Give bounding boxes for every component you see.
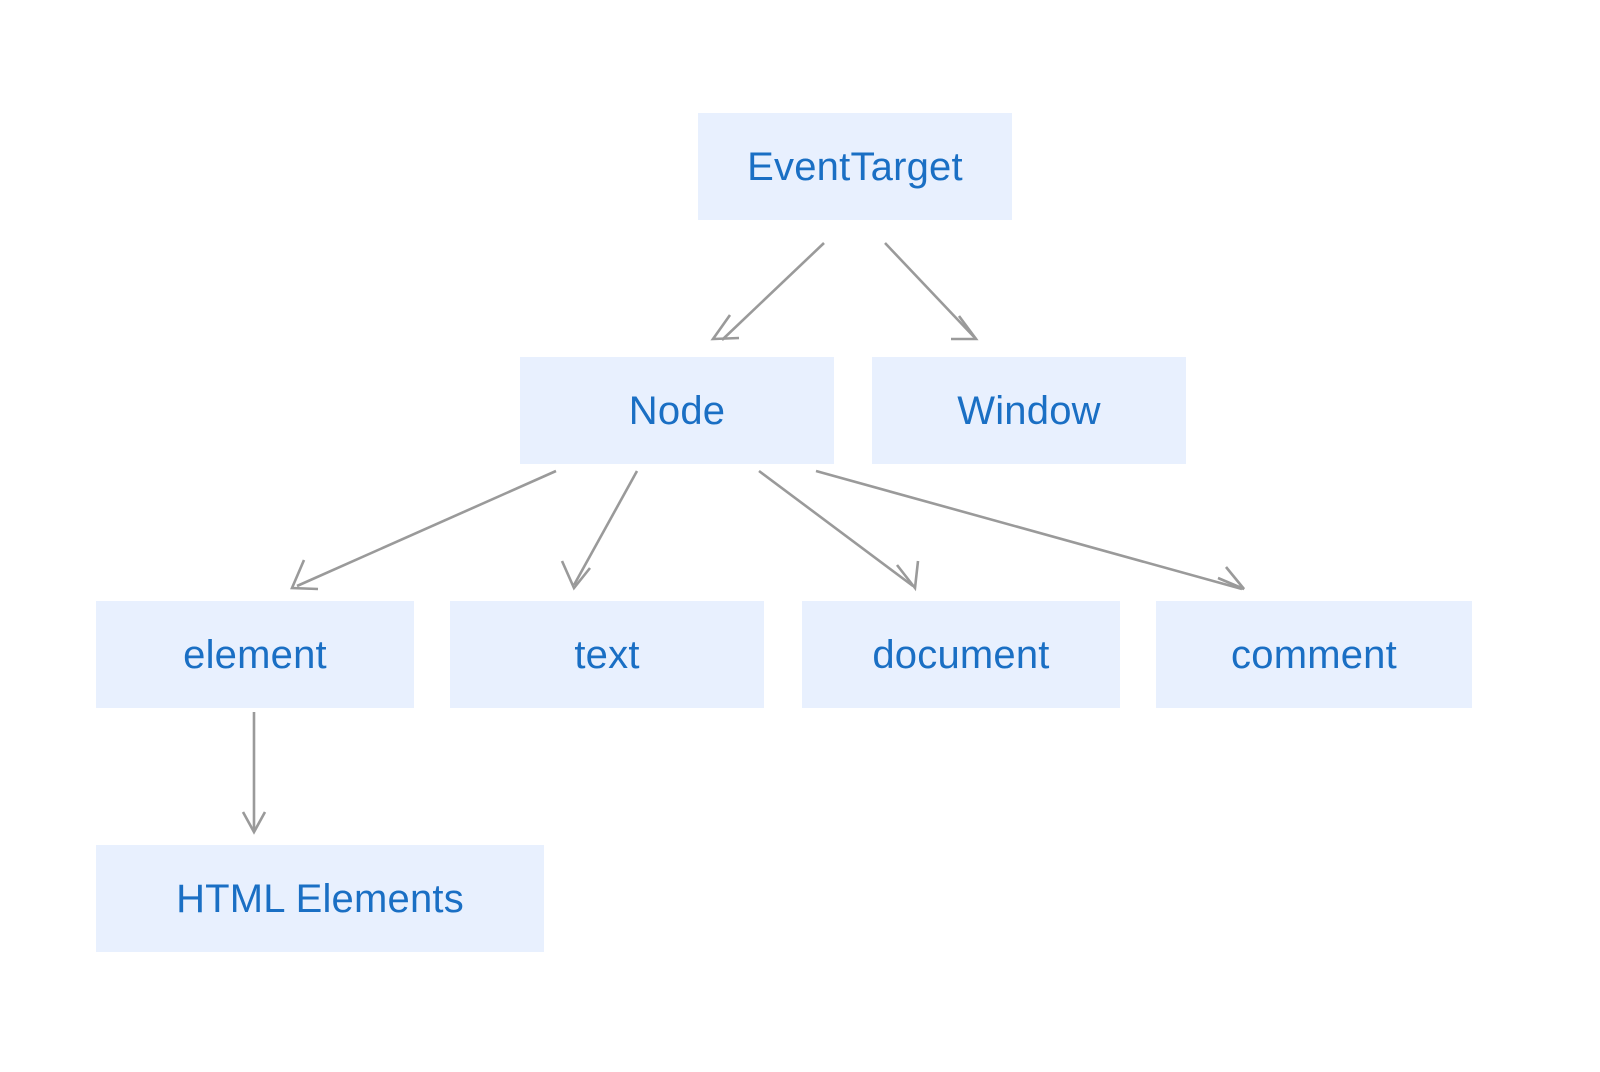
edge-node-document — [758, 469, 920, 592]
edge-node-text — [560, 470, 639, 591]
node-label-eventtarget: EventTarget — [747, 144, 963, 189]
node-label-document: document — [872, 632, 1050, 677]
edge-eventtarget-node — [710, 242, 825, 341]
edge-element-htmlelements — [241, 712, 267, 835]
node-box-eventtarget[interactable]: EventTarget — [698, 113, 1012, 220]
edge-eventtarget-window — [884, 242, 979, 341]
node-label-comment: comment — [1231, 632, 1397, 677]
node-label-text: text — [574, 632, 640, 677]
node-label-element: element — [183, 632, 327, 677]
node-box-comment[interactable]: comment — [1156, 601, 1472, 708]
node-label-node: Node — [628, 388, 726, 433]
node-box-window[interactable]: Window — [872, 357, 1186, 464]
node-label-html-elements: HTML Elements — [176, 876, 464, 921]
node-box-document[interactable]: document — [802, 601, 1120, 708]
edge-node-element — [290, 469, 557, 591]
node-box-text[interactable]: text — [450, 601, 764, 708]
node-box-html-elements[interactable]: HTML Elements — [96, 845, 544, 952]
node-label-window: Window — [957, 388, 1101, 433]
node-box-element[interactable]: element — [96, 601, 414, 708]
node-box-node[interactable]: Node — [520, 357, 834, 464]
edge-node-comment — [815, 469, 1246, 591]
